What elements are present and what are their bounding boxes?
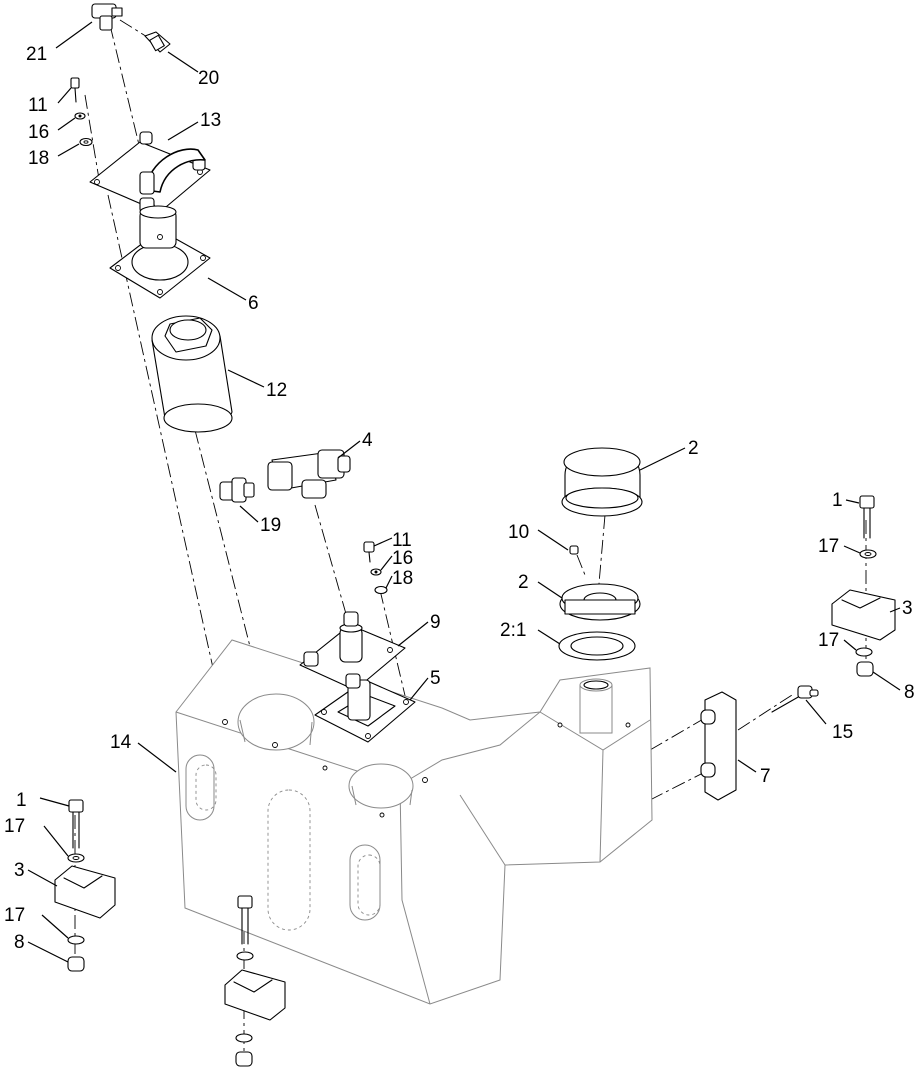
part-7-mounting-bracket <box>700 691 737 801</box>
callout-1-left: 1 <box>16 790 27 811</box>
callout-19: 19 <box>260 515 281 536</box>
callout-20: 20 <box>198 68 219 89</box>
callout-3-left: 3 <box>14 860 25 881</box>
part-9-suction-plate <box>299 611 406 691</box>
callout-21: 21 <box>26 44 47 65</box>
callout-11: 11 <box>28 95 48 116</box>
screw-washer-stack-middle <box>363 541 388 595</box>
callout-11-middle: 11 <box>392 530 412 551</box>
part-5-suction-flange <box>314 673 416 743</box>
callout-8-right: 8 <box>904 682 915 703</box>
screw-washer-stack-upper <box>70 77 93 147</box>
callout-4: 4 <box>362 430 373 451</box>
part-4-tee-fitting <box>267 449 351 499</box>
part-10-screw <box>569 545 579 555</box>
callout-12: 12 <box>266 380 287 401</box>
part-15-level-sensor <box>771 685 819 713</box>
callout-labels: 21 20 11 16 18 13 6 12 4 19 2 10 2 2:1 1… <box>4 44 915 953</box>
part-6-filter-head-plate <box>109 205 211 299</box>
part-2-breather-cap <box>561 447 643 517</box>
callout-17-left-bottom: 17 <box>4 905 25 926</box>
callout-16: 16 <box>28 122 49 143</box>
callout-7: 7 <box>760 766 771 787</box>
callout-6: 6 <box>248 293 259 314</box>
callout-13: 13 <box>200 110 221 131</box>
left-mount-assembly <box>54 799 116 972</box>
callout-8-left: 8 <box>14 932 25 953</box>
part-20-straight-fitting <box>144 31 171 53</box>
callout-18: 18 <box>28 148 49 169</box>
callout-17-right-bottom: 17 <box>818 630 839 651</box>
part-2-filler-adapter <box>559 583 641 621</box>
part-2-1-gasket <box>558 631 636 661</box>
callout-9: 9 <box>430 612 441 633</box>
right-mount-assembly <box>831 495 896 677</box>
part-21-elbow-fitting <box>91 3 123 31</box>
callout-5: 5 <box>430 668 441 689</box>
bottom-mount-assembly <box>224 895 286 1067</box>
hydraulic-tank <box>175 639 653 1005</box>
callout-17-right-top: 17 <box>818 536 839 557</box>
callout-14: 14 <box>110 732 132 753</box>
part-19-adapter-fitting <box>219 477 255 503</box>
part-13-cover-plate <box>89 131 211 213</box>
leader-lines <box>27 21 901 963</box>
callout-3-right: 3 <box>902 598 913 619</box>
callout-17-left-top: 17 <box>4 816 25 837</box>
callout-16-middle: 16 <box>392 548 413 569</box>
callout-10: 10 <box>508 522 529 543</box>
callout-2-1: 2:1 <box>500 620 526 641</box>
callout-15: 15 <box>832 722 853 743</box>
callout-2-adapter: 2 <box>518 572 529 593</box>
callout-2-cap: 2 <box>688 438 699 459</box>
callout-18-middle: 18 <box>392 568 413 589</box>
part-12-filter-cartridge <box>151 315 233 433</box>
callout-1-right: 1 <box>832 490 843 511</box>
